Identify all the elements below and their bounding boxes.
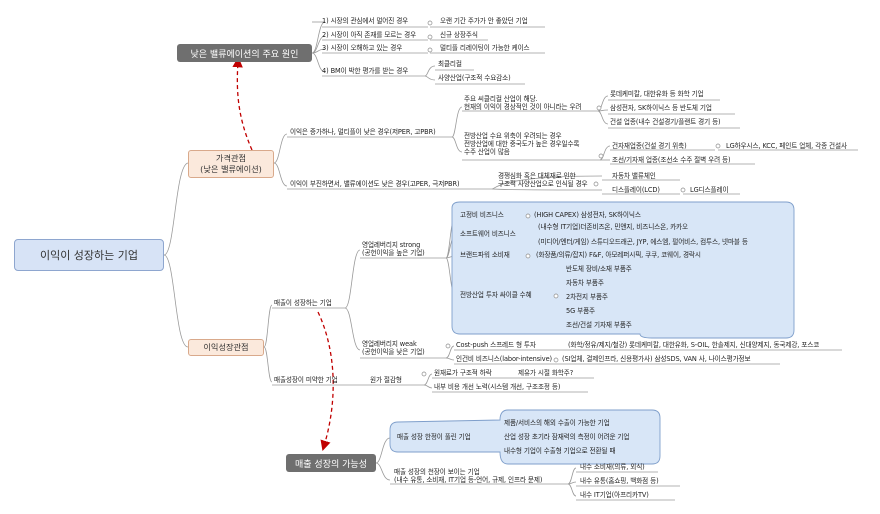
cause-2: 2) 시장이 아직 존재를 모르는 경우 [322,31,417,39]
dashed-arrow-down [317,311,334,451]
price-stable: 이익은 증가하나, 멀티플이 낮은 경우(저PER, 고PBR) [290,128,436,136]
possibility-visible: 매출 성장의 천장이 보이는 기업 (내수 유통, 소비재, IT기업 등-언어… [394,468,543,484]
cause-4-declining: 사양산업(구조적 수요감소) [438,74,511,82]
cyc-item-2: 삼성전자, SK하이닉스 등 반도체 기업 [610,104,712,112]
cost-item-2: 제유가 시절 화학주? [518,369,574,377]
node-low-valuation-causes[interactable]: 낮은 밸류에이션의 주요 원인 [177,44,312,62]
node-sales-growth-possibility[interactable]: 매출 성장의 가능성 [286,454,376,472]
strong-software-media: (미디어/엔터/게임) 스튜디오드래곤, JYP, 에스엠, 펄어비스, 컴투스… [538,238,748,246]
cause-3-detail: 멀티플 리레이팅이 가능한 케이스 [440,44,530,52]
cycle-item-auto: 자동차 부품주 [566,279,604,287]
cyc-item-1: 롯데케미칼, 대한유화 등 화학 기업 [610,90,704,98]
weak-cost-push: Cost-push 스프레드 형 투자 [456,341,536,349]
profit-strong: 영업레버리지 strong (공헌이익을 높은 기업) [362,241,425,257]
visible-item-1: 내수 소비재(의류, 외식) [580,463,645,471]
strong-fixed-cost-detail: (HIGH CAPEX) 삼성전자, SK하이닉스 [534,211,641,219]
node-profit-view[interactable]: 이익성장관점 [188,339,264,356]
cost-item-1: 원재료가 구조적 하락 [434,369,492,377]
cause-1-detail: 오랜 기간 주가가 안 좋았던 기업 [440,17,528,25]
node-price-view[interactable]: 가격관점 (낮은 밸류에이션) [188,150,274,178]
strong-software-it: (내수형 IT기업)더존비즈온, 민앤지, 비즈니스온, 카카오 [538,223,688,231]
loss-item-1: 자동차 밸류체인 [612,172,656,180]
open-item-1: 제품/서비스의 해외 수출이 가능한 기업 [504,419,610,427]
strong-software: 소프트웨어 비즈니스 [460,230,516,238]
decline-item-2: LG하우시스, KCC, 페인트 업체, 각종 건설사 [726,142,847,150]
cause-3: 3) 시장이 오해하고 있는 경우 [322,44,403,52]
weak-labor-detail: (SI업체, 결제인프라, 신용평가사) 삼성SDS, VAN 사, 나이스평가… [562,355,751,363]
profit-weak: 영업레버리지 weak (공헌이익을 낮은 기업) [362,340,425,356]
decline-item-3: 조선/기자재 업종(조선소 수주 절벽 우려 등) [612,156,731,164]
visible-item-3: 내수 IT기업(아프리카TV) [580,491,649,499]
blob-open [389,409,661,465]
weak-cost-push-detail: (화학/정유/제지/철강) 롯데케미칼, 대한유화, S-OIL, 한솔제지, … [568,341,820,349]
blob-strong [451,201,795,339]
open-item-3: 내수형 기업이 수출형 기업으로 전환될 때 [504,447,616,455]
cause-2-detail: 신규 상장주식 [440,31,478,39]
possibility-open: 매출 성장 한정이 풀린 기업 [397,433,471,441]
dashed-arrow-up [232,56,253,151]
cause-4-cyclical: 최클리컬 [438,60,462,68]
cause-4: 4) BM이 박한 평가를 받는 경우 [322,67,409,75]
strong-fixed-cost: 고정비 비즈니스 [460,211,504,219]
cycle-item-battery: 2차전지 부품주 [566,293,608,301]
price-loss: 이익이 부진하면서, 밸류에이션도 낮은 경우(고PER, 극저PBR) [290,180,460,188]
cycle-item-5g: 5G 부품주 [566,307,595,315]
strong-brand-detail: (화장품/의류/잡지) F&F, 아모레퍼시픽, 쿠쿠, 코웨이, 경락시 [536,251,701,259]
cost-item-3: 내부 비용 개선 노력(시스템 개선, 구조조정 등) [434,383,561,391]
loss-item-3: LG디스플레이 [690,186,729,194]
weak-labor: 인건비 비즈니스(labor-intensive) [456,355,553,363]
cycle-item-semi: 반도체 장비/소재 부품주 [566,265,632,273]
profit-cost-down: 원가 절감형 [370,376,402,384]
cycle-item-ship: 조선/건설 기자재 부품주 [566,321,632,329]
price-loss-sub: 경쟁심화 혹은 대체재로 인한 구조적 사양산업으로 인식될 경우 [498,172,588,188]
loss-item-2: 디스플레이(LCD) [612,186,660,194]
profit-no-growth: 매출성장이 미약한 기업 [274,376,338,384]
price-decline: 전방산업 수요 위축이 우려되는 경우 전방산업에 대한 중국도가 높은 경우일… [464,132,580,156]
open-item-2: 산업 성장 초기라 잠재력의 측정이 어려운 기업 [504,433,630,441]
visible-item-2: 내수 유통(홈쇼핑, 백화점 등) [580,477,659,485]
strong-capex-cycle: 전방산업 투자 싸이클 수혜 [460,291,532,299]
cause-1: 1) 시장의 관심에서 멀어진 경우 [322,17,409,25]
root-node[interactable]: 이익이 성장하는 기업 [14,239,164,271]
price-cyclical: 주요 씨클리컬 산업이 해당. 현재의 이익이 경상적인 것이 아니라는 우려 [464,95,582,111]
cyc-item-3: 건설 업종(내수 건설경기/플랜트 경기 등) [610,118,721,126]
strong-brand: 브랜드파워 소비재 [460,251,510,259]
profit-sales-growth: 매출이 성장하는 기업 [274,299,332,307]
decline-item-1: 건자재업종(건설 경기 위축) [612,142,687,150]
